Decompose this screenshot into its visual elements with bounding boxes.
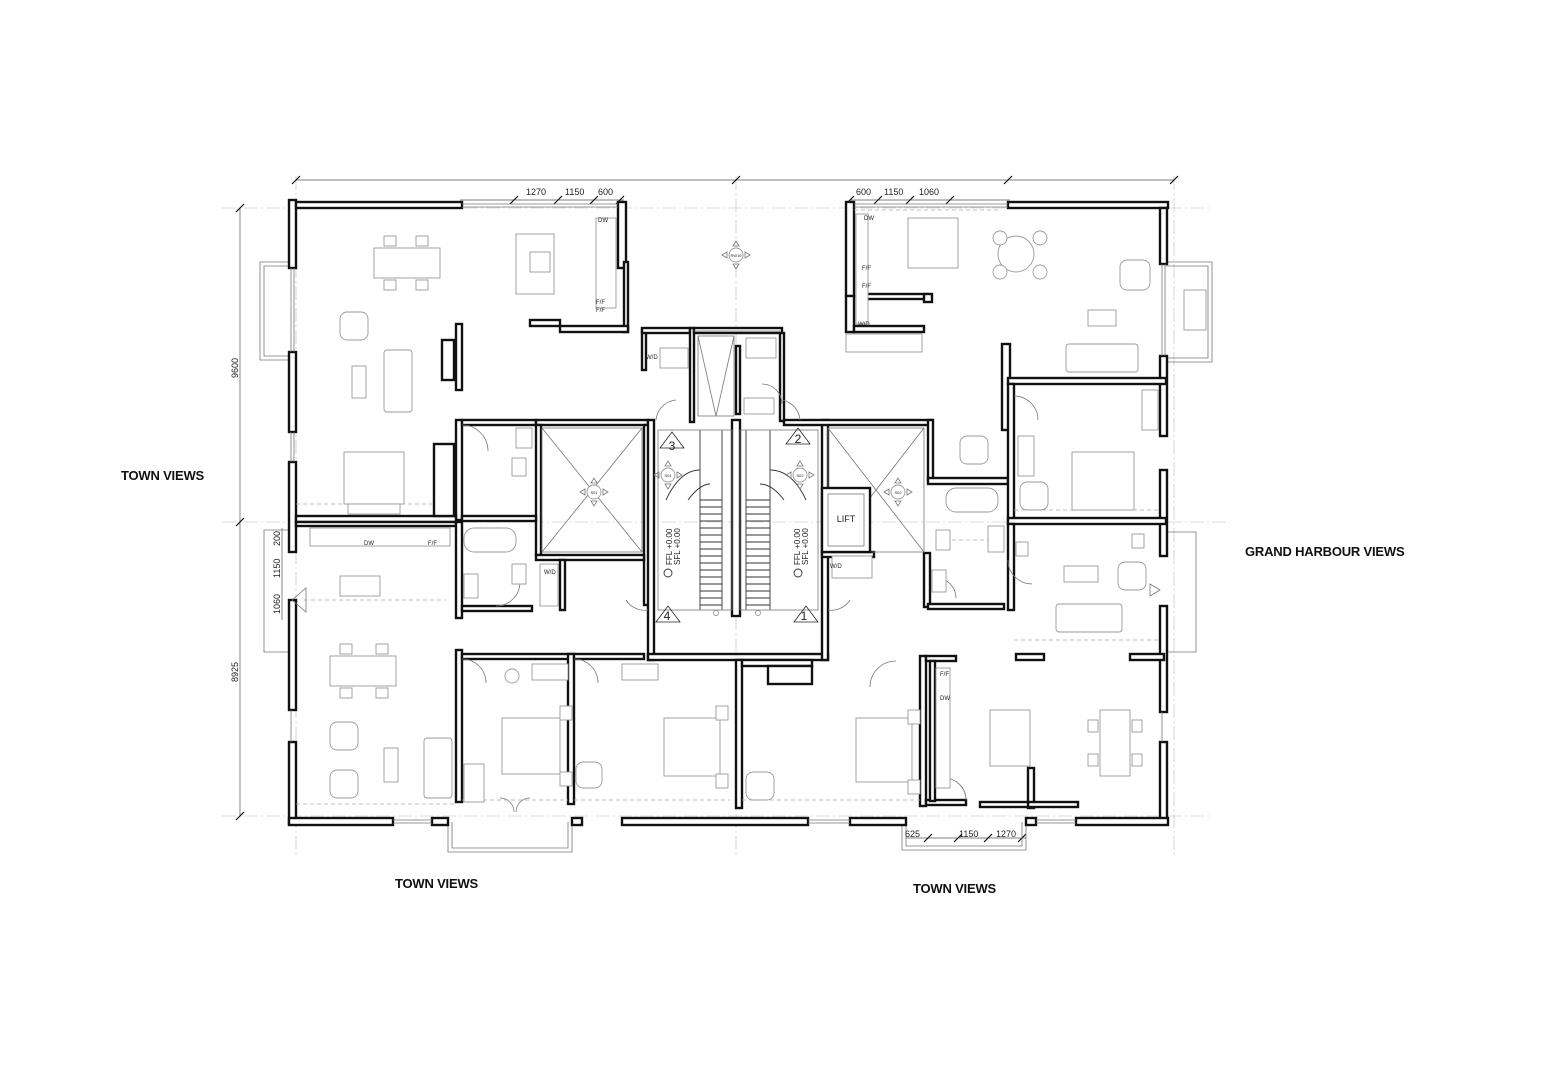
ff-label: F/F xyxy=(596,308,605,314)
sfl-left: SFL +0.00 xyxy=(673,528,682,565)
ff-label: F/F xyxy=(862,266,871,272)
dw-label: DW xyxy=(598,218,608,224)
dw-label: DW xyxy=(864,216,874,222)
dim-left-window-2: 1150 xyxy=(272,559,282,578)
windows xyxy=(290,203,1166,824)
tag-s02-lightwell: S02 xyxy=(894,490,902,495)
dim-bottom-right-3: 1270 xyxy=(996,829,1016,839)
ffl-right: FFL +0.00 xyxy=(793,528,802,565)
stair-markers: 3 2 4 1 xyxy=(655,427,819,623)
sfl-right: SFL +0.00 xyxy=(801,528,810,565)
dim-top-left-1: 1270 xyxy=(526,187,546,197)
south-right-views-label: TOWN VIEWS xyxy=(913,881,996,896)
ff-label: F/F xyxy=(862,284,871,290)
tag-s01-lightwell: S01 xyxy=(590,490,598,495)
tag-s02-stair: S02 xyxy=(796,473,804,478)
west-views-label: TOWN VIEWS xyxy=(121,468,204,483)
staircase-right xyxy=(739,429,819,611)
dim-left-window-1: 1060 xyxy=(272,594,282,614)
lift-label: LIFT xyxy=(837,514,856,524)
dim-bottom-right-2: 1150 xyxy=(959,829,978,839)
lift: LIFT xyxy=(820,486,872,554)
dimension-lines xyxy=(235,175,1179,843)
ff-label: F/F xyxy=(940,672,949,678)
tag-s01-stair: S01 xyxy=(664,473,672,478)
stair-marker-1: 1 xyxy=(793,605,819,623)
dw-label: DW xyxy=(940,696,950,702)
dim-left-upper: 9600 xyxy=(230,358,240,378)
ffl-left: FFL +0.00 xyxy=(665,528,674,565)
staircase-left xyxy=(657,429,733,611)
dim-top-left-2: 1150 xyxy=(565,187,584,197)
tag-rw: RW19 xyxy=(730,253,742,258)
furniture xyxy=(309,213,1207,803)
stair-number-4: 4 xyxy=(664,609,671,623)
exterior-walls xyxy=(287,198,1170,827)
dim-top-right-2: 1150 xyxy=(884,187,903,197)
dimension-texts: 1270 1150 600 600 1150 1060 625 1150 127… xyxy=(230,187,1016,839)
tag-symbols: S01 S01 S02 S02 RW19 xyxy=(579,240,913,507)
dim-bottom-right-1: 625 xyxy=(905,829,920,839)
dim-left-lower: 8925 xyxy=(230,662,240,682)
stair-number-2: 2 xyxy=(795,432,802,446)
stair-marker-2: 2 xyxy=(785,427,811,446)
east-views-label: GRAND HARBOUR VIEWS xyxy=(1245,544,1405,559)
dim-left-window-3: 200 xyxy=(272,531,282,546)
ff-label: F/F xyxy=(428,541,437,547)
wd-label: W/D xyxy=(830,564,842,570)
ff-label: F/F xyxy=(596,300,605,306)
wd-label: W/D xyxy=(544,570,556,576)
dim-top-left-3: 600 xyxy=(598,187,613,197)
stair-number-3: 3 xyxy=(669,439,676,453)
stair-number-1: 1 xyxy=(801,609,808,623)
dim-top-right-1: 600 xyxy=(856,187,871,197)
stair-bottom-landing xyxy=(713,610,761,616)
dim-top-right-3: 1060 xyxy=(919,187,939,197)
appliance-labels: DW F/F F/F DW F/F DW F/F F/F W/D F/F DW … xyxy=(364,216,950,702)
interior-walls xyxy=(294,292,1168,810)
stair-marker-3: 3 xyxy=(659,431,685,453)
dw-label: DW xyxy=(364,541,374,547)
wd-label: W/D xyxy=(646,355,658,361)
level-annotations: FFL +0.00 SFL +0.00 FFL +0.00 SFL +0.00 xyxy=(663,528,810,578)
stair-marker-4: 4 xyxy=(655,605,681,623)
south-left-views-label: TOWN VIEWS xyxy=(395,876,478,891)
wd-label: W/D xyxy=(858,322,870,328)
balconies xyxy=(259,261,1213,853)
